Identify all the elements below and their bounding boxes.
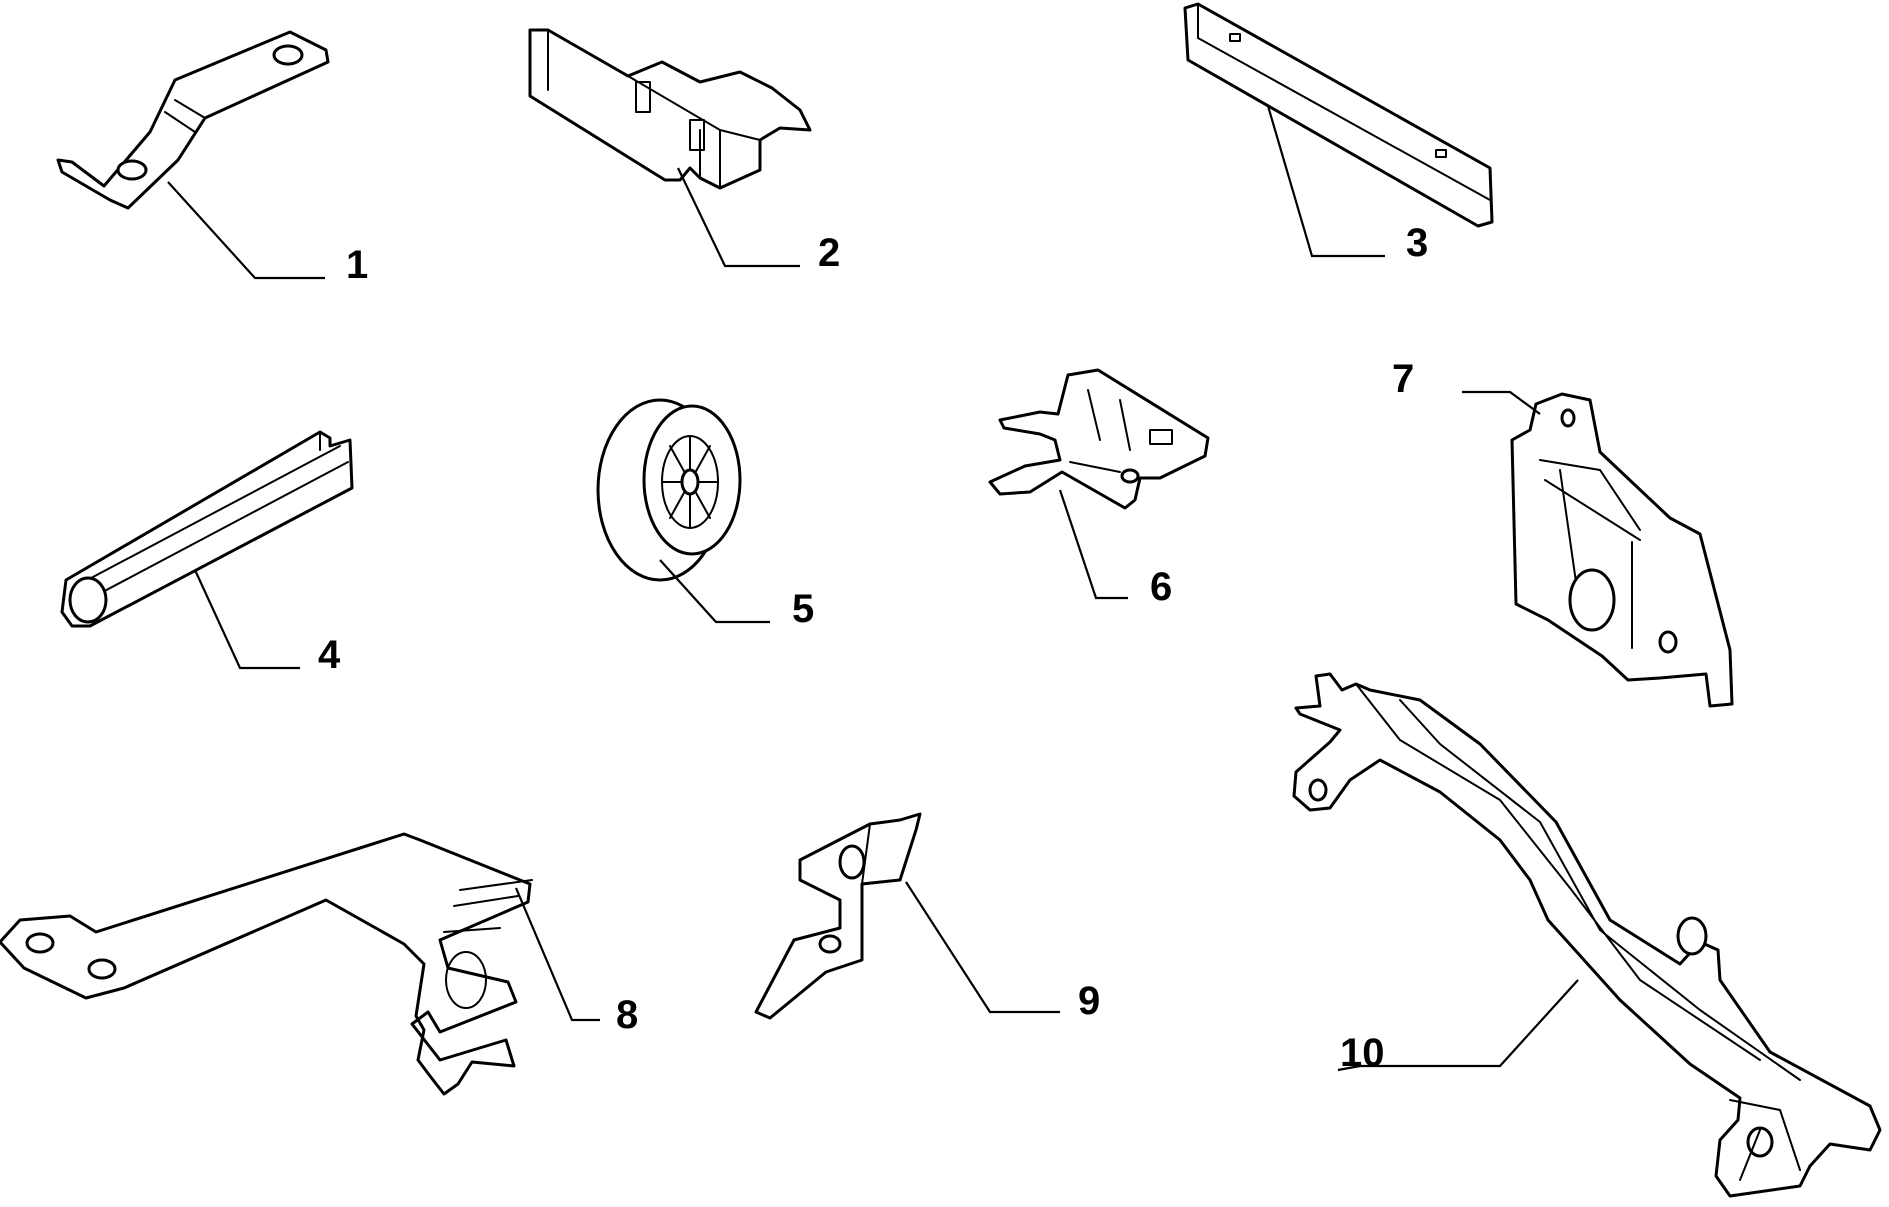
callout-label-4: 4 — [318, 633, 341, 677]
callout-label-2: 2 — [818, 231, 840, 275]
callout-4: 4 — [194, 569, 341, 677]
part-1-z-bracket[interactable] — [56, 30, 330, 210]
leader-line-9 — [905, 881, 1060, 1014]
part-9-bent-tab[interactable] — [754, 812, 922, 1020]
callout-10: 10 — [1337, 979, 1579, 1075]
callout-label-1: 1 — [346, 243, 368, 287]
callout-label-6: 6 — [1150, 565, 1172, 609]
callout-label-8: 8 — [616, 993, 638, 1037]
callout-8: 8 — [514, 887, 638, 1037]
part-4-rail-profile[interactable] — [60, 430, 354, 628]
callout-7: 7 — [1392, 357, 1541, 415]
callout-label-3: 3 — [1406, 221, 1428, 265]
callout-label-7: 7 — [1392, 357, 1414, 401]
callout-label-10: 10 — [1340, 1031, 1385, 1075]
leader-line-7 — [1462, 390, 1541, 415]
part-2-channel-bracket[interactable] — [528, 28, 812, 190]
part-6-clip-plate[interactable] — [988, 368, 1210, 510]
callout-label-5: 5 — [792, 587, 814, 631]
callout-9: 9 — [905, 881, 1100, 1023]
leader-line-5 — [659, 559, 770, 624]
leader-line-10 — [1337, 1064, 1416, 1072]
leader-line-10b — [1416, 979, 1579, 1068]
leader-line-3 — [1266, 105, 1385, 258]
leader-line-2 — [677, 167, 800, 268]
leader-line-1 — [167, 181, 325, 280]
part-8-clamp-bracket[interactable] — [0, 832, 533, 1096]
callout-label-9: 9 — [1078, 979, 1100, 1023]
part-10-mounting-arm[interactable] — [1292, 672, 1882, 1198]
leader-line-6 — [1058, 489, 1128, 600]
part-5-grommet[interactable] — [596, 398, 742, 582]
leader-line-8 — [514, 887, 600, 1022]
part-3-flat-strip[interactable] — [1183, 2, 1494, 228]
part-7-mounting-plate[interactable] — [1510, 392, 1734, 708]
callout-6: 6 — [1058, 489, 1172, 609]
callout-5: 5 — [659, 559, 814, 631]
callout-3: 3 — [1266, 105, 1428, 265]
leader-line-4 — [194, 569, 300, 670]
callout-2: 2 — [677, 167, 840, 275]
callout-1: 1 — [167, 181, 368, 287]
